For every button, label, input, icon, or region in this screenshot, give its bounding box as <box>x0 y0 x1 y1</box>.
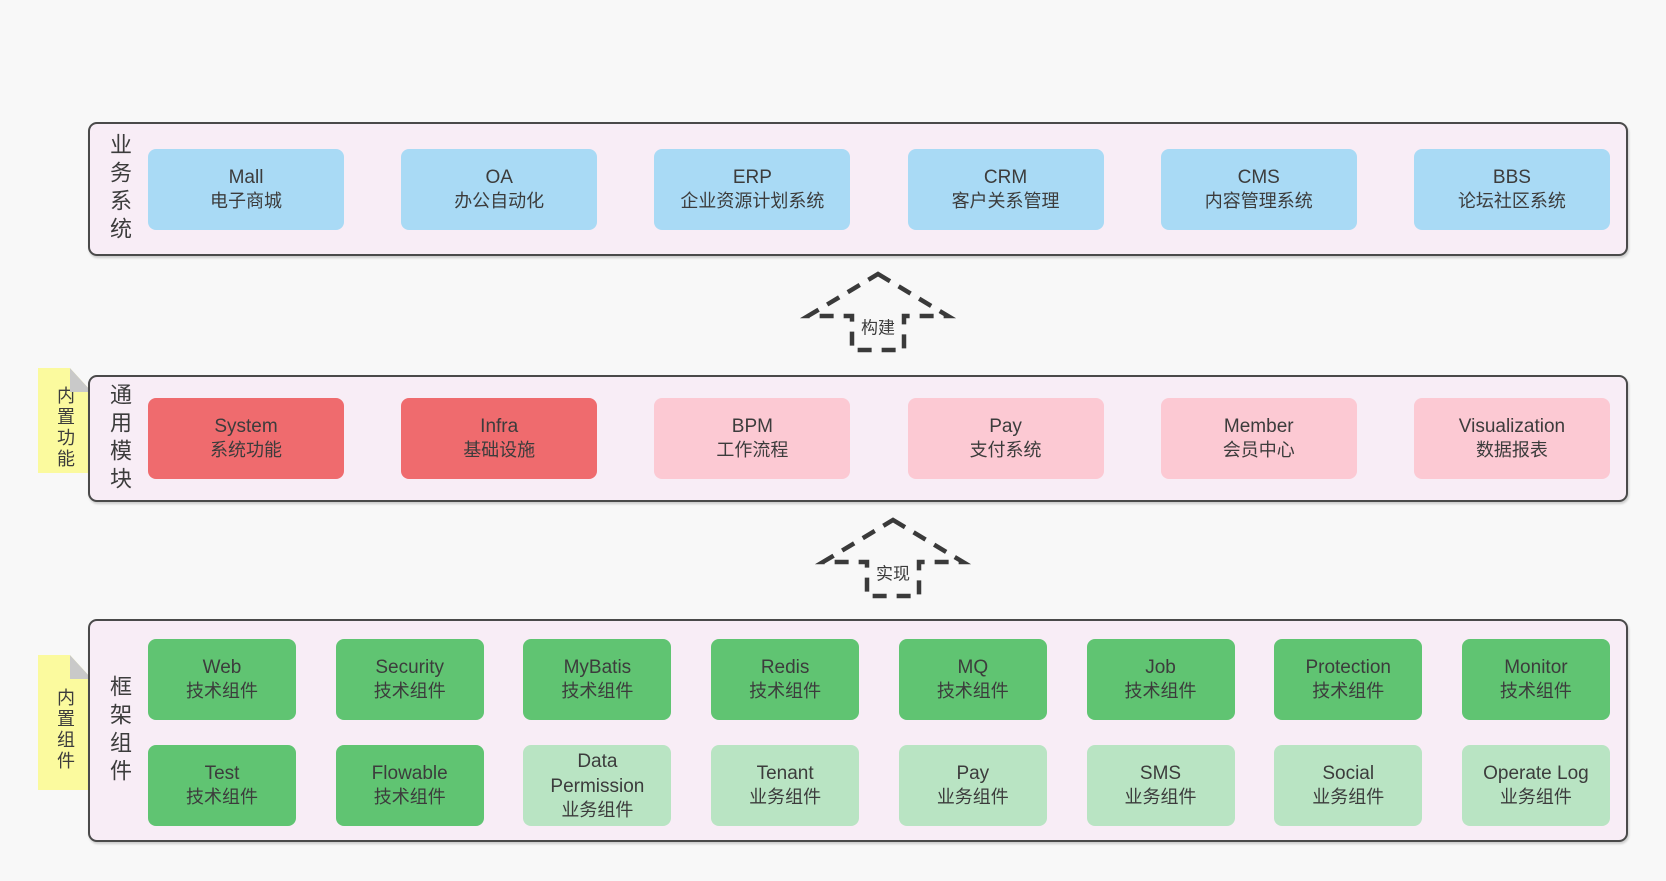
box-title: Member <box>1223 416 1294 438</box>
box-subtitle: 技术组件 <box>373 787 446 808</box>
sticky-note-builtin-features: 内置功能 <box>38 368 92 473</box>
sticky-note-label: 内置功能 <box>55 385 75 470</box>
box-title: OA <box>485 166 513 188</box>
box-subtitle: 技术组件 <box>561 681 634 702</box>
band-label: 框架组件 <box>107 674 132 787</box>
box-subtitle: 论坛社区系统 <box>1457 190 1566 211</box>
box-subtitle: 技术组件 <box>1124 681 1197 702</box>
box-subtitle: 内容管理系统 <box>1204 190 1313 211</box>
box-title: Protection <box>1305 657 1391 679</box>
box-title: Pay <box>956 763 990 785</box>
box-subtitle: 技术组件 <box>186 787 258 808</box>
box-subtitle: 基础设施 <box>463 440 536 461</box>
box-title: SMS <box>1139 763 1182 785</box>
box-subtitle: 系统功能 <box>210 440 282 461</box>
box-title: Security <box>375 657 445 679</box>
box-subtitle: 会员中心 <box>1222 440 1295 461</box>
box-title: Mall <box>228 166 264 188</box>
box-title: Visualization <box>1458 416 1566 438</box>
box-title: MyBatis <box>563 657 632 679</box>
box-subtitle: 业务组件 <box>936 787 1009 808</box>
box-title: CRM <box>983 166 1028 188</box>
box-title: Pay <box>989 416 1022 438</box>
box-subtitle: 数据报表 <box>1475 440 1548 461</box>
implement-arrow-label: 实现 <box>872 558 914 586</box>
box-subtitle: 支付系统 <box>969 440 1042 461</box>
box-subtitle: 工作流程 <box>716 440 789 461</box>
box-title: Data Permission <box>550 750 645 797</box>
box-title: Web <box>202 657 242 679</box>
sticky-note-builtin-components: 内置组件 <box>38 655 92 790</box>
box-title: Monitor <box>1504 657 1568 679</box>
box-title: Redis <box>760 657 810 679</box>
box-subtitle: 电子商城 <box>210 190 282 211</box>
box-subtitle: 业务组件 <box>1124 787 1197 808</box>
box-subtitle: 技术组件 <box>936 681 1009 702</box>
build-arrow-label: 构建 <box>857 312 899 340</box>
box-subtitle: 技术组件 <box>1312 681 1385 702</box>
box-title: System <box>214 416 278 438</box>
implement-arrow: 实现 <box>814 516 972 600</box>
box-title: BBS <box>1492 166 1531 188</box>
box-title: ERP <box>732 166 772 188</box>
box-title: BPM <box>731 416 773 438</box>
sticky-note-label: 内置组件 <box>55 687 75 772</box>
box-title: CMS <box>1237 166 1280 188</box>
box-subtitle: 业务组件 <box>749 787 822 808</box>
box-subtitle: 技术组件 <box>373 681 446 702</box>
box-subtitle: 技术组件 <box>1499 681 1572 702</box>
box-title: Test <box>204 763 240 785</box>
box-title: Tenant <box>756 763 814 785</box>
box-title: Job <box>1145 657 1176 679</box>
band-label: 通用模块 <box>107 382 132 495</box>
box-subtitle: 技术组件 <box>186 681 258 702</box>
box-subtitle: 客户关系管理 <box>951 190 1060 211</box>
box-subtitle: 业务组件 <box>1312 787 1385 808</box>
box-subtitle: 企业资源计划系统 <box>680 190 825 211</box>
box-subtitle: 业务组件 <box>1499 787 1572 808</box>
build-arrow: 构建 <box>799 270 957 354</box>
box-title: MQ <box>957 657 989 679</box>
band-label: 业务系统 <box>107 133 132 245</box>
box-subtitle: 办公自动化 <box>454 190 545 211</box>
box-title: Infra <box>480 416 519 438</box>
box-title: Social <box>1322 763 1375 785</box>
box-title: Flowable <box>371 763 448 785</box>
box-subtitle: 业务组件 <box>561 799 634 820</box>
box-subtitle: 技术组件 <box>749 681 822 702</box>
box-title: Operate Log <box>1483 763 1589 785</box>
